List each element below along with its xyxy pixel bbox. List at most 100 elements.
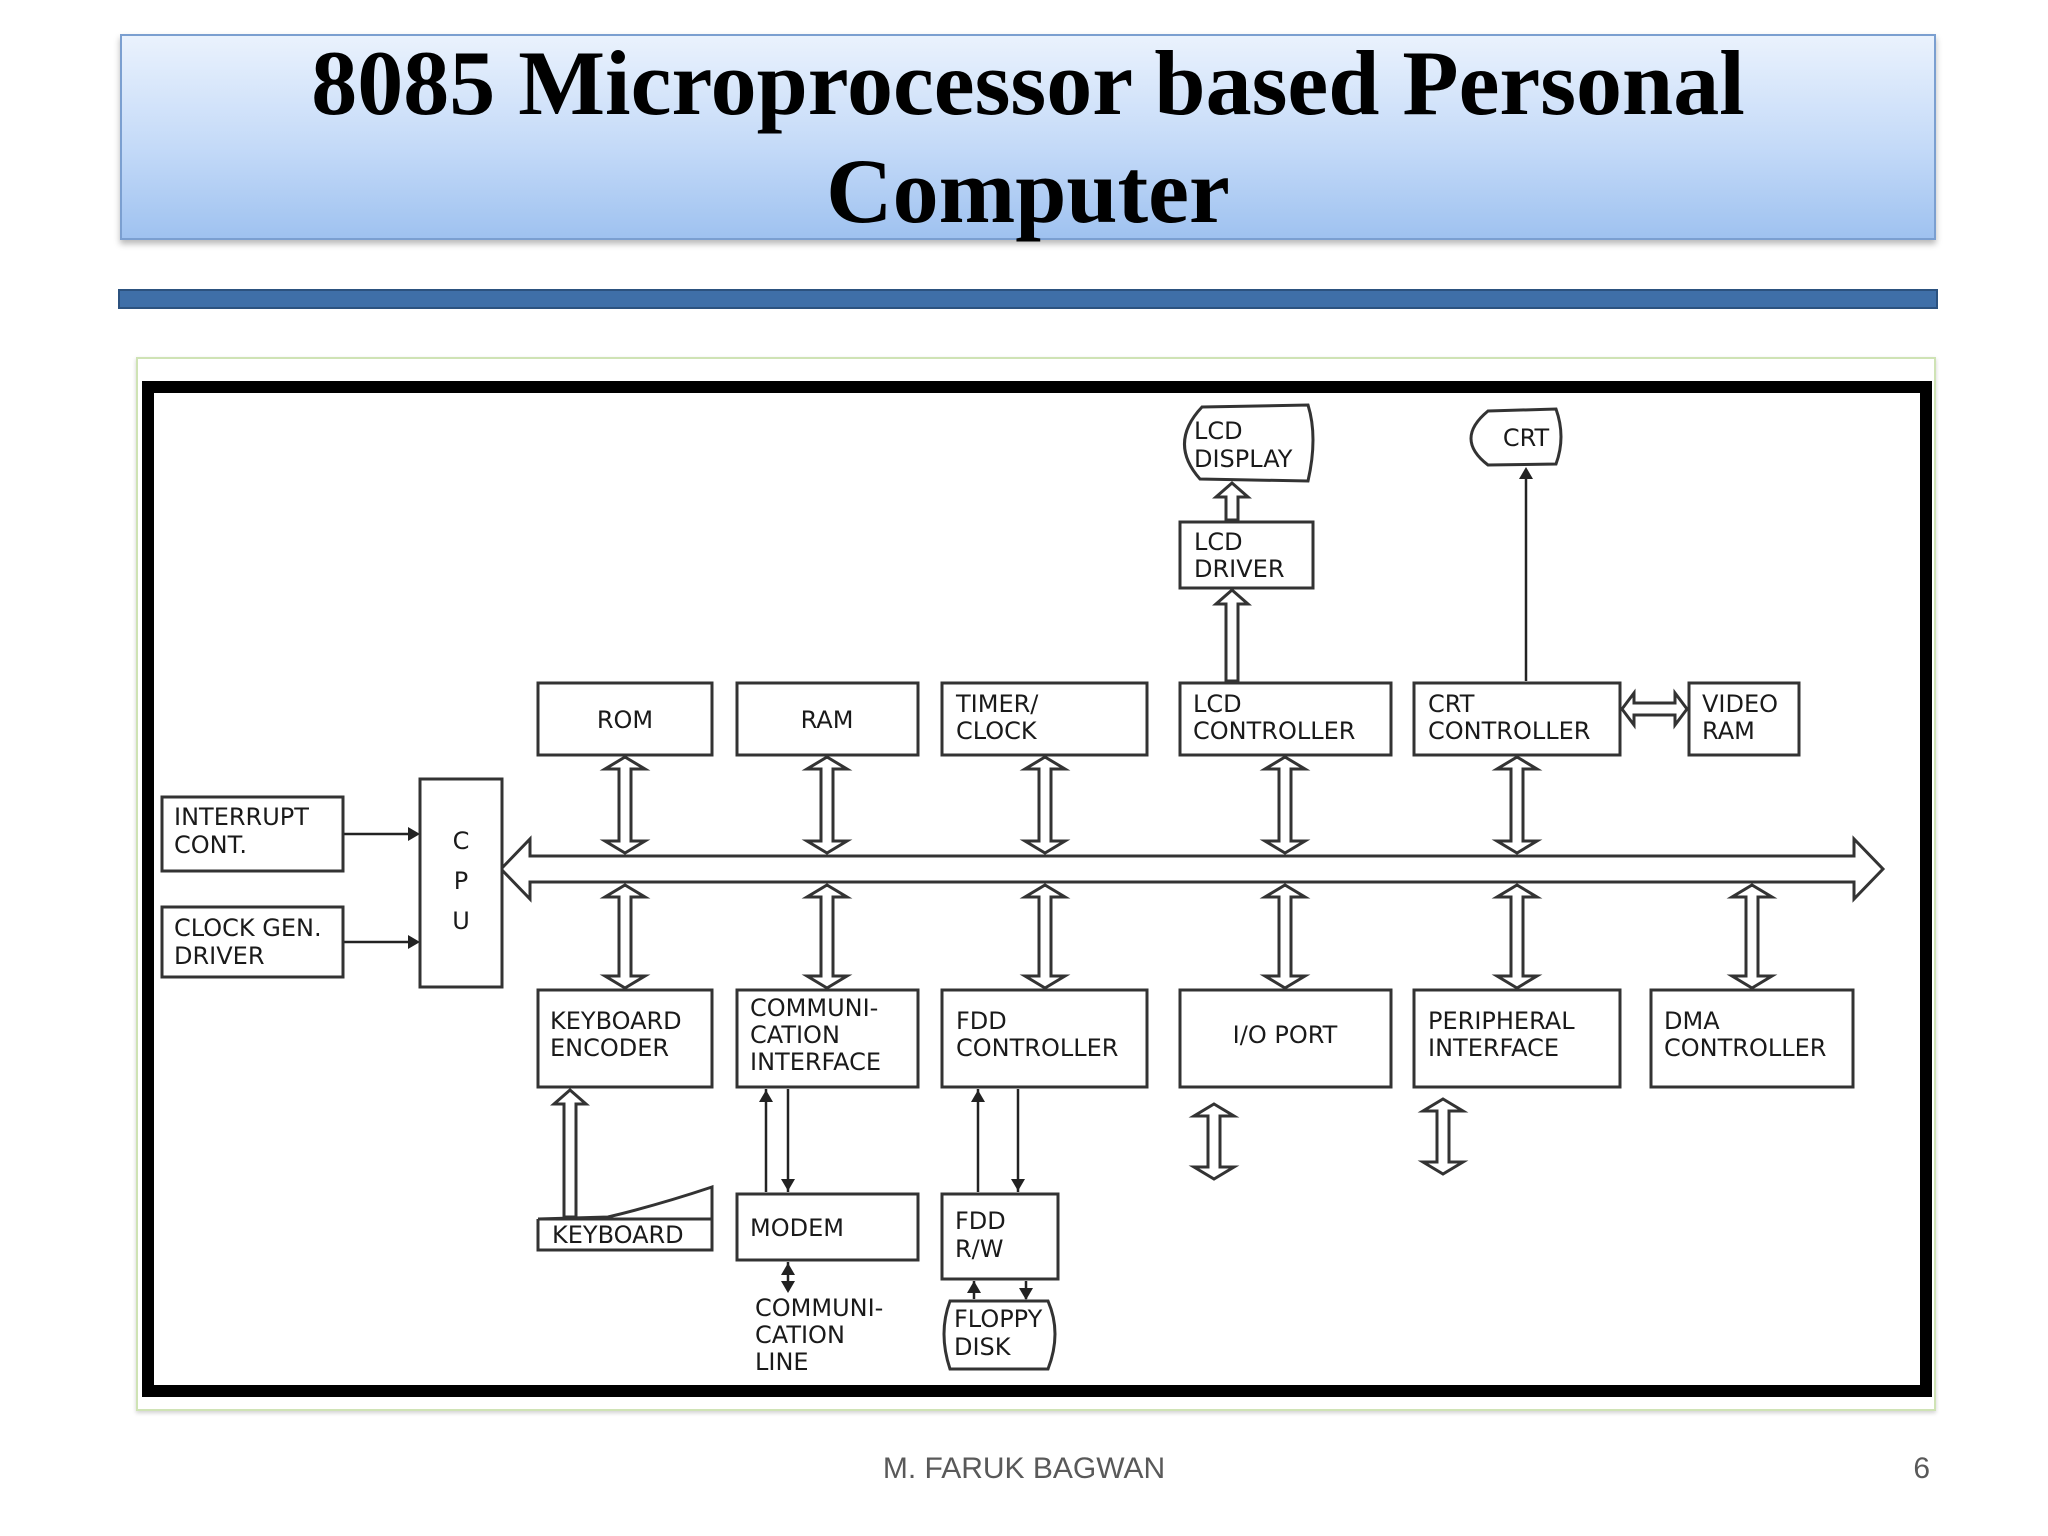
lcd-controller-block: LCD CONTROLLER [1178, 681, 1393, 757]
lcd-driver-label-1: LCD [1194, 528, 1243, 556]
dma-controller-label-1: DMA [1664, 1007, 1720, 1035]
clock-gen-label-2: DRIVER [174, 942, 265, 970]
communication-interface-block: COMMUNI- CATION INTERFACE [735, 988, 920, 1089]
dma-controller-label-2: CONTROLLER [1664, 1034, 1826, 1062]
comm-interface-label-1: COMMUNI- [750, 994, 878, 1022]
floppy-up-head [967, 1281, 981, 1293]
keyboard-label: KEYBOARD [552, 1221, 684, 1249]
lcd-display-arrow [1212, 481, 1252, 522]
keyboard-block: KEYBOARD [536, 1184, 714, 1252]
ram-bus-arrow [801, 755, 853, 855]
timer-clock-label-1: TIMER/ [955, 690, 1039, 718]
crt-controller-label-1: CRT [1428, 690, 1475, 718]
dma-controller-block: DMA CONTROLLER [1649, 988, 1855, 1089]
peripheral-external-arrow [1417, 1097, 1469, 1176]
clock-gen-driver-block: CLOCK GEN. DRIVER [160, 905, 345, 979]
crt-controller-bus-arrow [1491, 755, 1543, 855]
modem-down-head [781, 1179, 795, 1191]
comm-line-label-3: LINE [755, 1348, 809, 1376]
lcd-driver-block: LCD DRIVER [1178, 520, 1315, 590]
floppy-down-head [1019, 1288, 1033, 1300]
interrupt-cont-label-2: CONT. [174, 831, 247, 859]
video-ram-arrow [1620, 688, 1689, 730]
io-port-external-arrow [1188, 1102, 1240, 1181]
interrupt-cont-block: INTERRUPT CONT. [160, 795, 345, 873]
peripheral-interface-label-2: INTERFACE [1428, 1034, 1559, 1062]
floppy-disk-label-2: DISK [954, 1333, 1012, 1361]
keyboard-encoder-bus-arrow [599, 883, 651, 990]
block-diagram: INTERRUPT CONT. CLOCK GEN. DRIVER C P U … [142, 381, 1932, 1397]
fdd-rw-block: FDD R/W [940, 1192, 1060, 1281]
floppy-disk-label-1: FLOPPY [954, 1305, 1043, 1333]
peripheral-interface-bus-arrow [1491, 883, 1543, 990]
fdd-controller-label-2: CONTROLLER [956, 1034, 1118, 1062]
peripheral-interface-label-1: PERIPHERAL [1428, 1007, 1575, 1035]
comm-interface-label-2: CATION [750, 1021, 840, 1049]
rom-block: ROM [536, 681, 714, 757]
connector-arrows [343, 467, 1778, 1300]
crt-controller-block: CRT CONTROLLER [1412, 681, 1622, 757]
modem-line-down-head [781, 1281, 795, 1293]
lcd-display-label-1: LCD [1194, 417, 1243, 445]
ram-label: RAM [801, 706, 854, 734]
peripheral-interface-block: PERIPHERAL INTERFACE [1412, 988, 1622, 1089]
comm-interface-label-3: INTERFACE [750, 1048, 881, 1076]
timer-clock-label-2: CLOCK [956, 717, 1038, 745]
cpu-label-p: P [454, 867, 468, 895]
floppy-disk-block: FLOPPY DISK [942, 1299, 1057, 1371]
dma-controller-bus-arrow [1726, 883, 1778, 990]
diagram-frame: INTERRUPT CONT. CLOCK GEN. DRIVER C P U … [136, 357, 1936, 1411]
timer-clock-block: TIMER/ CLOCK [940, 681, 1149, 757]
io-port-bus-arrow [1259, 883, 1311, 990]
comm-up-head [759, 1090, 773, 1102]
ram-block: RAM [735, 681, 920, 757]
crt-label: CRT [1503, 424, 1550, 452]
page-number: 6 [1913, 1452, 1930, 1485]
lcd-display-label-2: DISPLAY [1194, 445, 1293, 473]
slide-title: 8085 Microprocessor based Personal Compu… [311, 32, 1745, 242]
io-port-label: I/O PORT [1233, 1021, 1338, 1049]
footer-author: M. FARUK BAGWAN [882, 1452, 1166, 1485]
system-bus-arrow [498, 835, 1886, 903]
fdd-controller-label-1: FDD [956, 1007, 1007, 1035]
keyboard-encoder-block: KEYBOARD ENCODER [536, 988, 714, 1089]
title-divider [118, 289, 1938, 309]
modem-block: MODEM [735, 1192, 920, 1262]
rom-bus-arrow [599, 755, 651, 855]
cpu-label-u: U [452, 907, 470, 935]
video-ram-label-2: RAM [1702, 717, 1755, 745]
io-port-block: I/O PORT [1178, 988, 1393, 1089]
comm-interface-bus-arrow [801, 883, 853, 990]
fdd-up-head [971, 1090, 985, 1102]
lcd-controller-bus-arrow [1259, 755, 1311, 855]
fdd-controller-block: FDD CONTROLLER [940, 988, 1149, 1089]
video-ram-label-1: VIDEO [1702, 690, 1778, 718]
fdd-rw-label-1: FDD [955, 1207, 1006, 1235]
interrupt-cont-label-1: INTERRUPT [174, 803, 309, 831]
lcd-controller-label-1: LCD [1193, 690, 1242, 718]
clock-cpu-head [408, 935, 420, 949]
lcd-driver-label-2: DRIVER [1194, 555, 1285, 583]
comm-line-label-1: COMMUNI- [755, 1294, 883, 1322]
timer-bus-arrow [1019, 755, 1071, 855]
crt-controller-label-2: CONTROLLER [1428, 717, 1590, 745]
title-banner: 8085 Microprocessor based Personal Compu… [120, 32, 1936, 242]
fdd-controller-bus-arrow [1019, 883, 1071, 990]
crt-arrowhead [1519, 467, 1533, 479]
keyboard-encoder-label-2: ENCODER [550, 1034, 669, 1062]
cpu-block: C P U [418, 777, 504, 989]
lcd-controller-label-2: CONTROLLER [1193, 717, 1355, 745]
fdd-down-head [1011, 1179, 1025, 1191]
fdd-rw-label-2: R/W [955, 1235, 1004, 1263]
modem-line-up-head [781, 1263, 795, 1275]
lcd-display-block: LCD DISPLAY [1183, 403, 1315, 483]
keyboard-encoder-label-1: KEYBOARD [550, 1007, 682, 1035]
communication-line-label: COMMUNI- CATION LINE [755, 1294, 883, 1376]
clock-gen-label-1: CLOCK GEN. [174, 914, 322, 942]
crt-display-block: CRT [1469, 407, 1563, 467]
comm-line-label-2: CATION [755, 1321, 845, 1349]
cpu-label-c: C [453, 827, 470, 855]
lcd-driver-arrow [1212, 588, 1252, 683]
modem-label: MODEM [750, 1214, 844, 1242]
video-ram-block: VIDEO RAM [1687, 681, 1801, 757]
